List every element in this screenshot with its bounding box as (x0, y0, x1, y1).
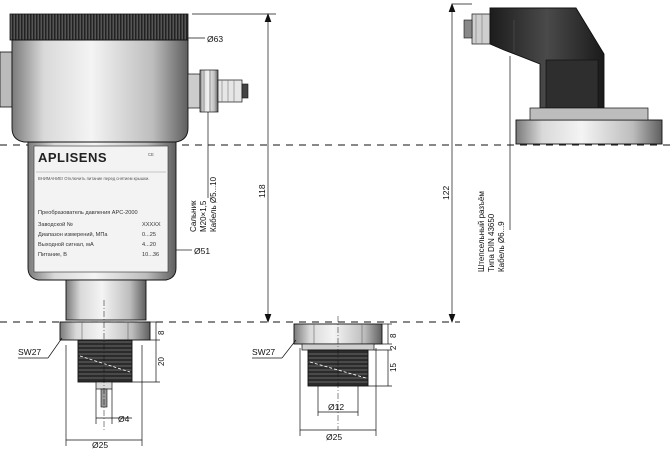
transmitter-view: APLISENS CE ВНИМАНИЕ! Отключить питание … (0, 13, 249, 430)
gland-line-2: M20×1,5 (199, 200, 208, 232)
label-d51: Ø51 (194, 246, 210, 256)
connector-line-2: Типа DIN 43650 (487, 213, 496, 272)
nameplate-row-value: 0...25 (142, 232, 156, 238)
label-d63: Ø63 (207, 34, 223, 44)
nameplate-row-label: Заводской № (38, 221, 73, 228)
nameplate-row-value: 4...20 (142, 242, 156, 248)
label-2: 2 (389, 345, 398, 350)
transmitter-housing (11, 39, 189, 143)
connector-line-3: Кабель Ø6...9 (497, 221, 506, 272)
label-gland: Сальник M20×1,5 Кабель Ø5...10 (189, 176, 218, 232)
nameplate-rows: Заводской № XXXXX Диапазон измерений, МП… (38, 221, 161, 258)
gland-line-1: Сальник (189, 200, 198, 232)
process-connection-view (293, 316, 383, 430)
nameplate-row-value: XXXXX (142, 222, 161, 228)
label-20: 20 (157, 357, 166, 366)
label-d25-mid: Ø25 (326, 432, 342, 442)
thread-left (77, 339, 133, 383)
transmitter-neck (65, 279, 147, 321)
label-8-left: 8 (157, 330, 166, 335)
label-118: 118 (257, 184, 267, 198)
label-15: 15 (389, 363, 398, 372)
label-sw27-left: SW27 (18, 347, 41, 357)
label-d25-left: Ø25 (92, 440, 108, 450)
din-connector-view (463, 7, 663, 145)
nameplate-row-label: Выходной сигнал, мА (38, 241, 94, 248)
label-connector: Штепсельный разъём Типа DIN 43650 Кабель… (477, 189, 506, 272)
hex-nut-left (59, 321, 151, 341)
connector-flange (515, 119, 663, 145)
nameplate-row-label: Питание, В (38, 252, 67, 258)
transmitter-cap (9, 13, 189, 41)
connector-line-1: Штепсельный разъём (477, 191, 486, 272)
label-d4: Ø4 (118, 414, 130, 424)
nameplate-row-label: Диапазон измерений, МПа (38, 231, 108, 238)
dimension-lines (18, 3, 511, 446)
label-122: 122 (441, 186, 451, 200)
nameplate-row-value: 10...36 (142, 252, 159, 258)
nameplate-title: Преобразователь давления APC-2000 (38, 210, 138, 216)
label-d12: Ø12 (328, 402, 344, 412)
label-sw27-mid: SW27 (252, 347, 275, 357)
nameplate-tag: CE (148, 152, 154, 157)
gland-line-3: Кабель Ø5...10 (209, 176, 218, 232)
label-8-mid: 8 (389, 333, 398, 338)
nameplate-logo: APLISENS (38, 150, 107, 165)
nameplate (33, 145, 169, 273)
cable-gland (187, 69, 249, 113)
nameplate-note: ВНИМАНИЕ! Отключить питание перед снятие… (38, 176, 149, 181)
